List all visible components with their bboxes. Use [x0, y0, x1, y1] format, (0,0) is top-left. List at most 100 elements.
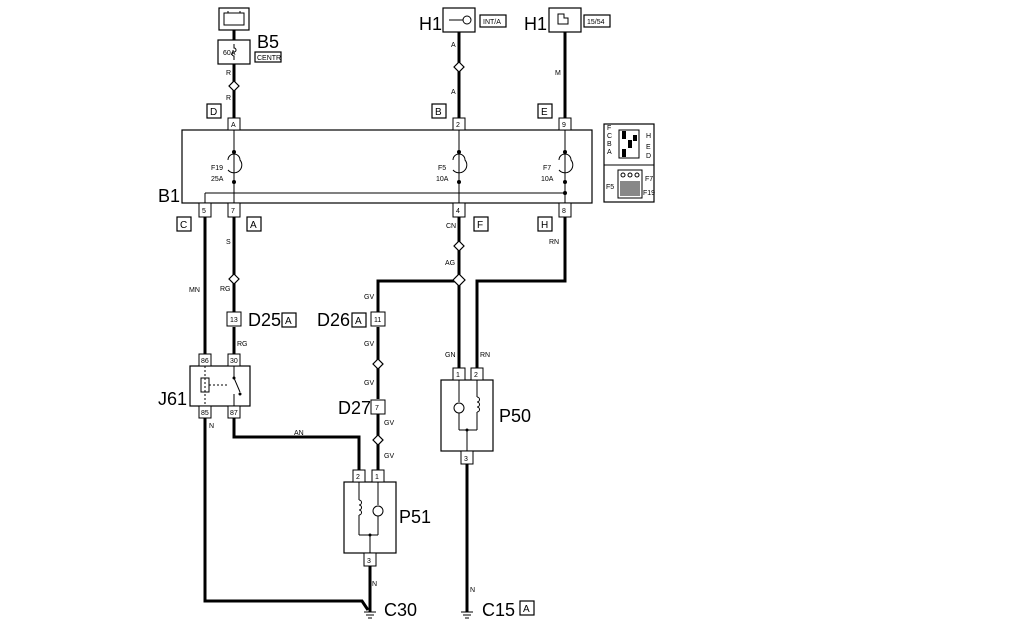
d27-label: D27 [338, 398, 371, 418]
pin-label: 30 [230, 358, 238, 365]
coil-icon [476, 396, 480, 413]
h1-tag-inta: INT/A [483, 19, 501, 26]
wire-label: GV [384, 453, 394, 460]
wire-label: A [451, 42, 456, 49]
fuse-icon [452, 153, 468, 174]
fuse-f5: F5 10A [436, 150, 468, 184]
j61-relay: J61 86 30 85 87 [158, 353, 251, 419]
wire-label: GN [445, 352, 456, 359]
d26-connector: D26 A 11 [317, 310, 386, 330]
box-letter: A [523, 604, 530, 615]
fuse-rating: 10A [436, 176, 449, 183]
wire-rn [475, 217, 567, 368]
pin-label: 3 [367, 558, 371, 565]
b1-body [181, 129, 593, 204]
battery-icon [223, 12, 245, 26]
wire-label: RN [549, 239, 559, 246]
fusebox-locator: F C B A H E D F5 F7 F19 [603, 123, 655, 203]
wire-label: GV [364, 294, 374, 301]
pin-label: 2 [474, 372, 478, 379]
ground-c30: C30 [364, 600, 417, 620]
box-letter: A [355, 316, 362, 327]
pin-label: 13 [230, 317, 238, 324]
h1-label: H1 [419, 14, 442, 34]
p50-label: P50 [499, 406, 531, 426]
svg-text:C: C [607, 133, 612, 140]
pin-label: 87 [230, 410, 238, 417]
c30-label: C30 [384, 600, 417, 620]
p51-label: P51 [399, 507, 431, 527]
pin-label: 5 [202, 208, 206, 215]
h1-label: H1 [524, 14, 547, 34]
fuse-icon [231, 44, 237, 60]
pin-label: 7 [375, 405, 379, 412]
h1-15-54: H1 15/54 [524, 7, 611, 34]
diamond-connector [453, 61, 465, 73]
p50-component: 1 2 3 P50 [440, 367, 531, 465]
d27-connector: D27 7 [338, 398, 386, 418]
wire-label: R [226, 70, 231, 77]
box-letter: B [435, 107, 442, 118]
pin-label: 11 [374, 317, 381, 324]
pin-label: 1 [375, 474, 379, 481]
h1-int-a: H1 INT/A [419, 7, 507, 34]
wire-label: RG [220, 286, 231, 293]
svg-text:A: A [607, 149, 612, 156]
pin-label: 4 [456, 208, 460, 215]
d25-connector: 13 D25 A [226, 310, 297, 330]
box-letter: C [180, 220, 187, 231]
wire-label: N [372, 581, 377, 588]
pin-label: 1 [456, 372, 460, 379]
diamond-connector [372, 434, 384, 446]
fuse-rating: 25A [211, 176, 224, 183]
diamond-connector [372, 358, 384, 370]
ground-c15: C15 A [461, 600, 535, 620]
wire-label: MN [189, 287, 200, 294]
pin-label: 2 [356, 474, 360, 481]
b5-label: B5 [257, 32, 279, 52]
wire-label: AG [445, 260, 455, 267]
fuse-id: F7 [543, 165, 551, 172]
switch-icon [557, 13, 569, 25]
box-letter: A [250, 220, 257, 231]
svg-text:F7: F7 [645, 176, 653, 183]
diamond-connector [228, 80, 240, 92]
fuse-id: F19 [211, 165, 223, 172]
h1-tag-1554: 15/54 [587, 19, 605, 26]
p51-component: 2 1 3 P51 [343, 469, 431, 567]
pin-label: 2 [456, 122, 460, 129]
wire-label: GV [364, 341, 374, 348]
wire-label: S [226, 239, 231, 246]
d25-label: D25 [248, 310, 281, 330]
svg-text:H: H [646, 133, 651, 140]
b5-tag: CENTR [257, 55, 281, 62]
diamond-connector [228, 273, 240, 285]
wire-n-c30 [203, 418, 370, 611]
coil-icon [358, 499, 362, 516]
box-letter: D [210, 107, 217, 118]
wire-label: N [470, 587, 475, 594]
j61-label: J61 [158, 389, 187, 409]
pin-label: 7 [231, 208, 235, 215]
wire-label: CN [446, 223, 456, 230]
wire-label: GV [364, 380, 374, 387]
fuse-id: F5 [438, 165, 446, 172]
b5-fuse-rating: 60A [223, 50, 236, 57]
pin-label: 85 [201, 410, 209, 417]
pin-label: 86 [201, 358, 209, 365]
c15-label: C15 [482, 600, 515, 620]
svg-text:D: D [646, 153, 651, 160]
svg-text:B: B [607, 141, 612, 148]
wire-label: GV [384, 420, 394, 427]
svg-text:F: F [607, 125, 611, 132]
box-letter: E [541, 107, 548, 118]
fuse-rating: 10A [541, 176, 554, 183]
b1-fusebox: B1 A 2 9 5 7 4 8 F19 25A [158, 117, 593, 218]
relay-switch [233, 377, 241, 393]
diamond-connector [453, 240, 465, 252]
fuse-grid [620, 181, 640, 196]
box-letter: A [285, 316, 292, 327]
fuse-f19: F19 25A [211, 150, 243, 184]
wire-label: AN [294, 430, 304, 437]
wire-label: A [451, 89, 456, 96]
